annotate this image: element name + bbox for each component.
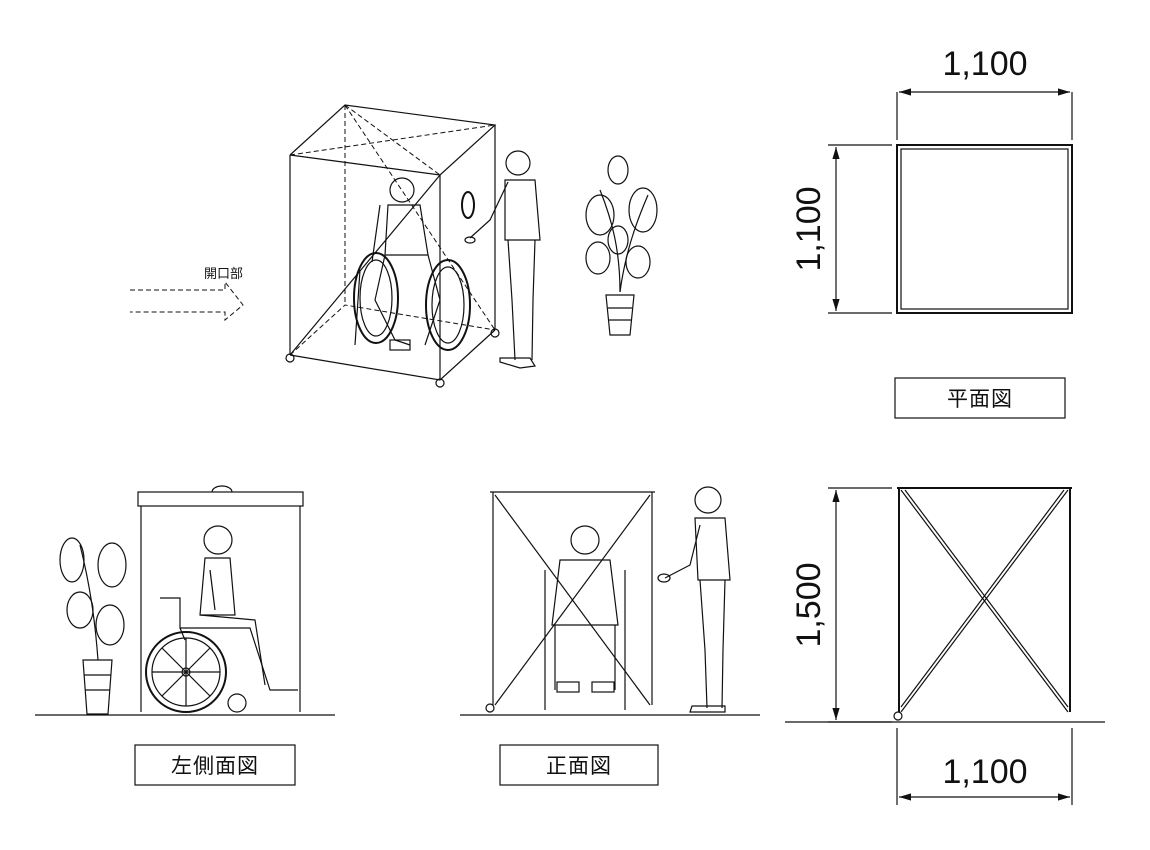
plan-width-dimension: 1,100 <box>942 45 1027 83</box>
plan-label: 平面図 <box>947 387 1013 411</box>
opening-label: 開口部 <box>204 267 243 282</box>
isometric-booth-frame <box>285 104 500 388</box>
plan-depth-dimension: 1,100 <box>790 186 828 271</box>
front-elevation-label: 正面図 <box>546 754 612 778</box>
front-elevation-label-box <box>499 744 659 786</box>
isometric-view: 開口部 <box>130 104 658 388</box>
isometric-plant <box>585 155 658 336</box>
opening-arrow <box>130 280 244 322</box>
plan-view: 1,100 1,100 平面図 <box>790 45 1073 419</box>
dimension-elevation-view: 1,500 1,100 <box>785 487 1105 805</box>
elevation-height-dimension: 1,500 <box>790 562 828 647</box>
side-elevation-view: 左側面図 <box>35 485 335 786</box>
elevation-width-dimension: 1,100 <box>942 753 1027 791</box>
side-elevation-label: 左側面図 <box>171 754 259 778</box>
front-elevation-view: 正面図 <box>460 486 760 786</box>
isometric-wheelchair-user <box>353 177 471 351</box>
side-elevation-label-box <box>134 744 296 786</box>
plan-label-box <box>894 377 1066 419</box>
isometric-standing-person <box>464 150 541 369</box>
